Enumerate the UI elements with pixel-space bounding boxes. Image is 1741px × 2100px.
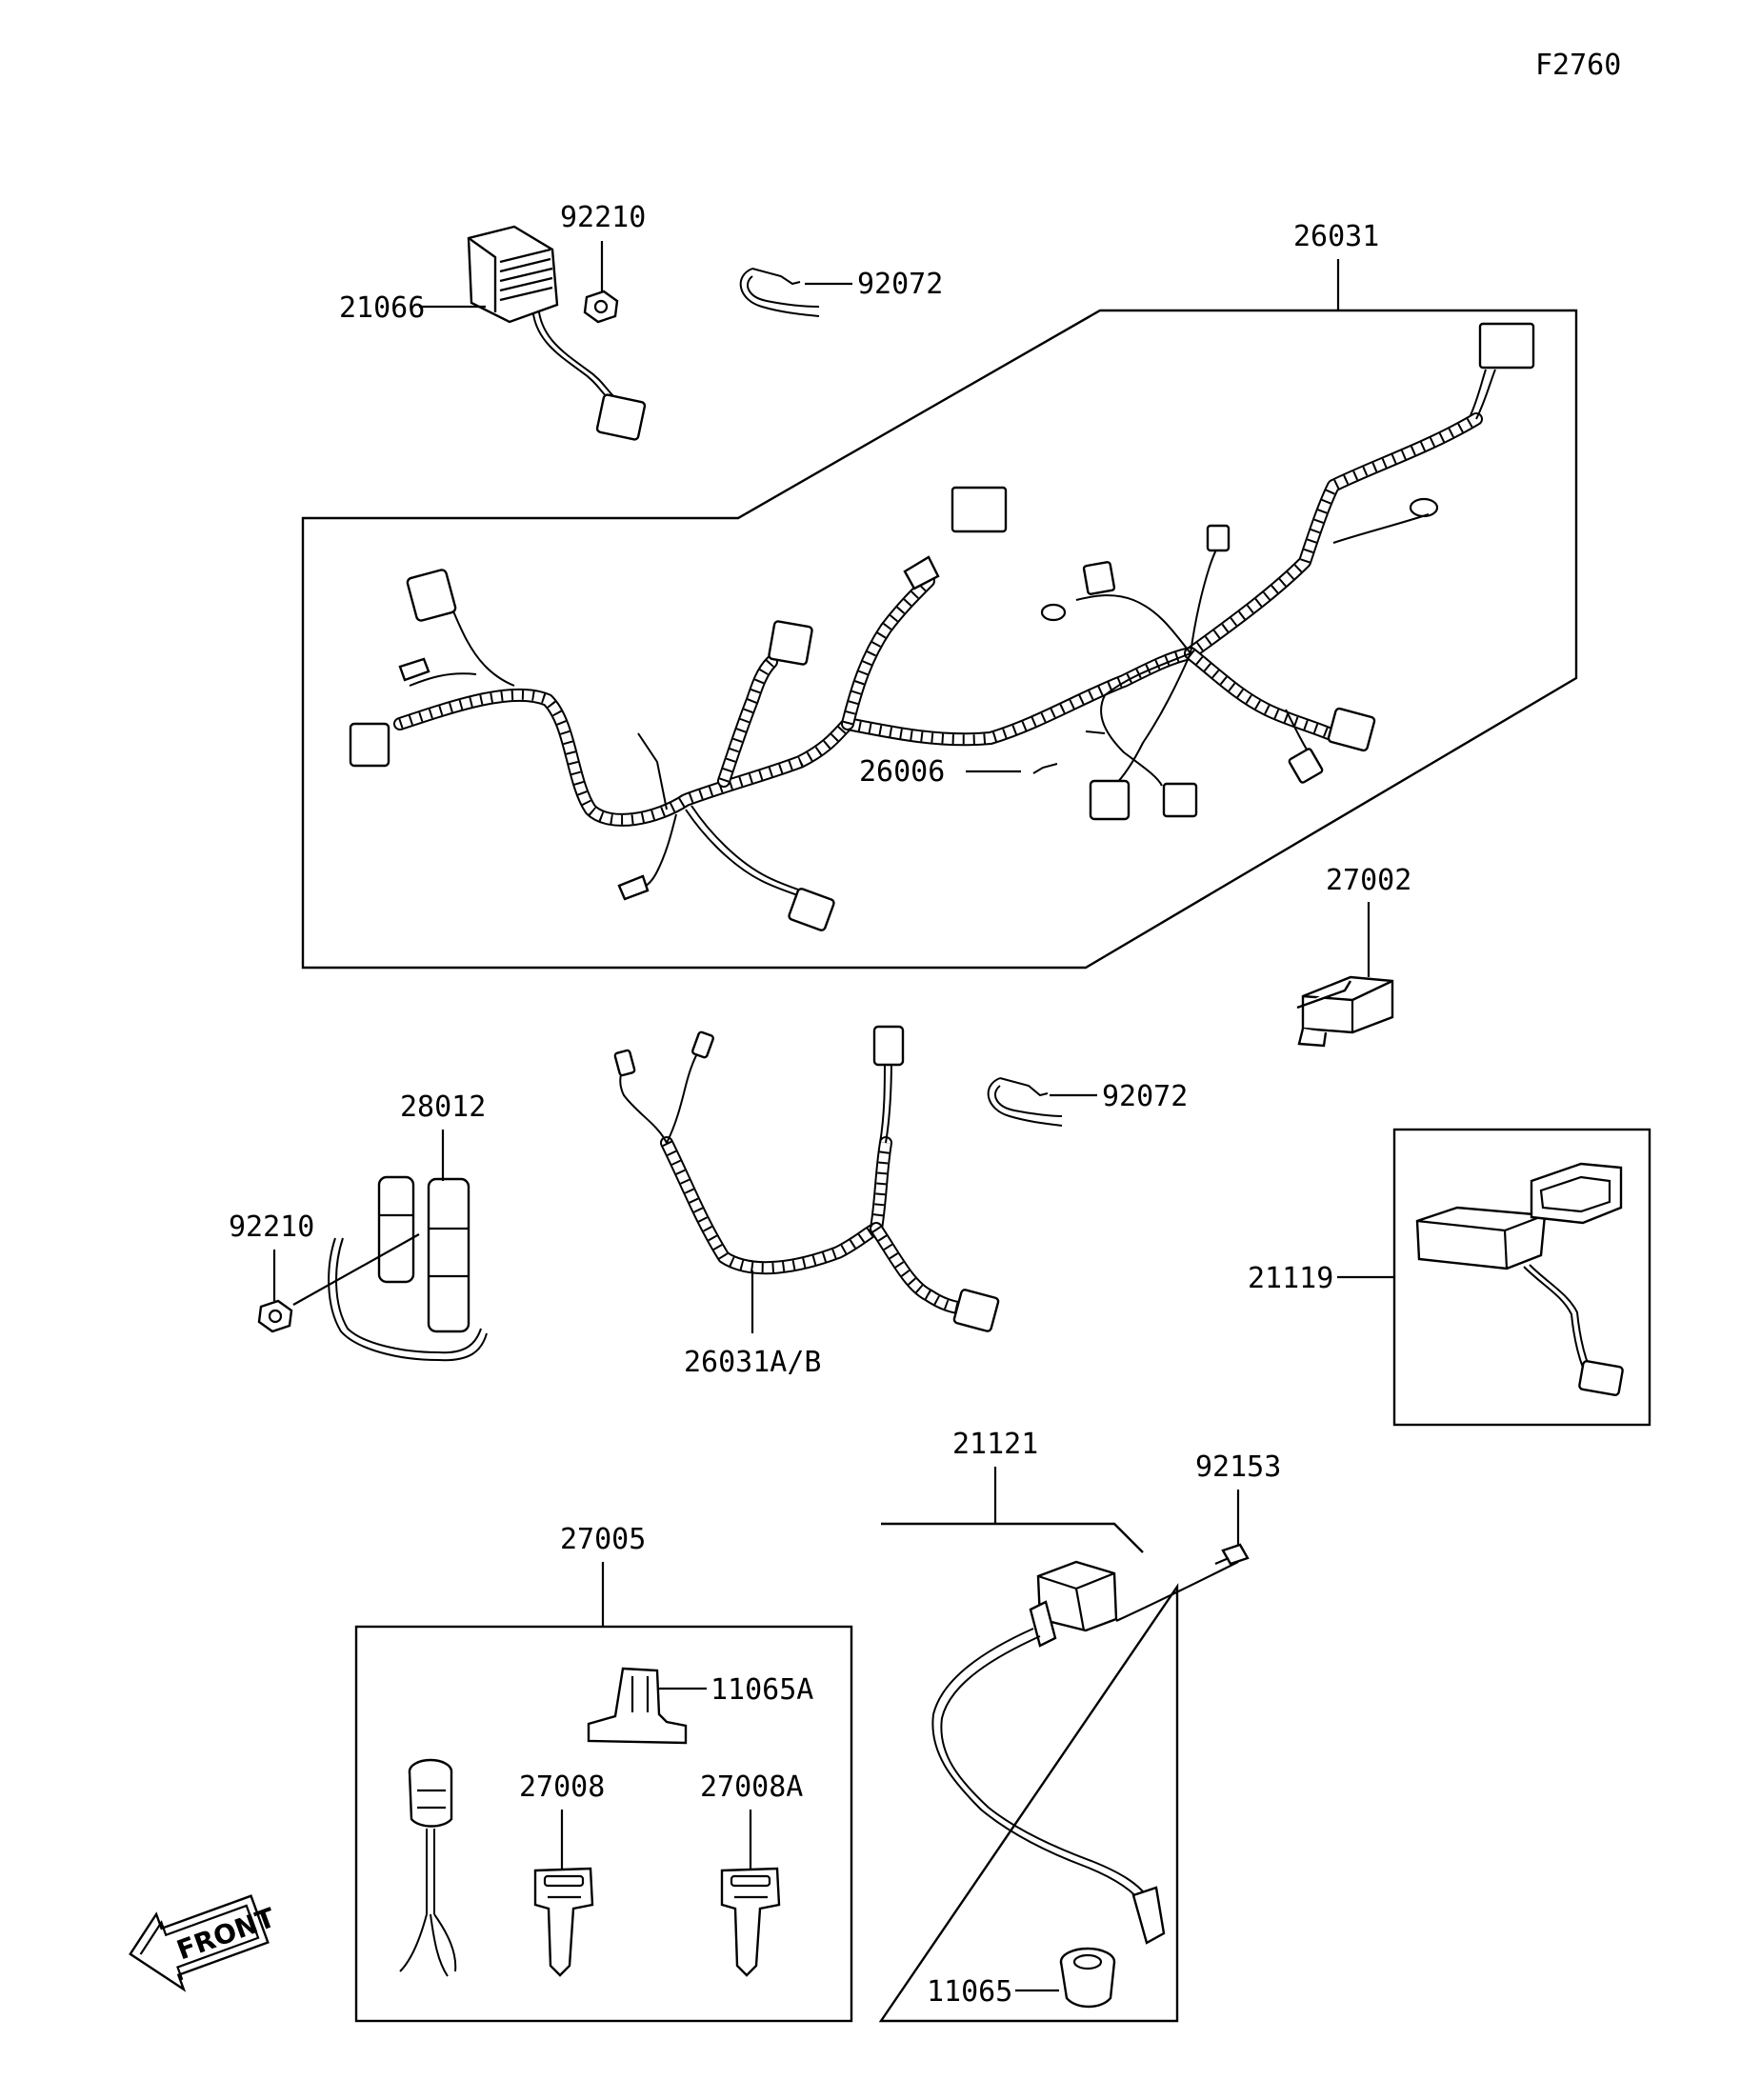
label-26006: 26006: [859, 755, 945, 789]
label-92072-top: 92072: [857, 268, 943, 301]
part-27008a-key: [720, 1867, 781, 1977]
label-27008: 27008: [519, 1770, 605, 1804]
label-21119: 21119: [1248, 1262, 1333, 1295]
part-21066-regulator: [467, 225, 647, 441]
label-21066: 21066: [339, 291, 425, 325]
part-21121-ignition-coil: [931, 1560, 1239, 1945]
part-92072-clamp-mid: [987, 1077, 1063, 1127]
label-27002: 27002: [1326, 864, 1411, 897]
label-11065: 11065: [927, 1975, 1012, 2009]
part-92153-screw: [1214, 1543, 1250, 1566]
part-92072-clamp-top: [739, 268, 820, 317]
group-box-21121: [878, 1522, 1179, 2023]
label-26031ab: 26031A/B: [684, 1346, 822, 1379]
part-27002-relay: [1296, 975, 1394, 1048]
label-28012: 28012: [400, 1090, 486, 1124]
part-21119-unit: [1415, 1162, 1624, 1396]
part-11065-cap: [1059, 1947, 1116, 2009]
group-box-26031: [301, 309, 1578, 970]
leader-92210-mid-b: [292, 1233, 420, 1306]
label-92210-top: 92210: [560, 201, 646, 234]
label-92072-mid: 92072: [1102, 1080, 1188, 1113]
part-27005-ignition-switch: [399, 1758, 457, 1977]
part-26031-main-harness: [349, 322, 1535, 931]
part-26031ab-sub-harness: [613, 1025, 1000, 1332]
label-27005: 27005: [560, 1523, 646, 1556]
label-26031: 26031: [1293, 220, 1379, 253]
label-92210-mid: 92210: [229, 1210, 314, 1244]
part-92210-nut-mid: [257, 1299, 293, 1333]
label-11065a: 11065A: [710, 1673, 813, 1707]
label-27008a: 27008A: [700, 1770, 803, 1804]
part-11065a-cap: [587, 1667, 688, 1745]
part-27008-key: [533, 1867, 594, 1977]
front-arrow-icon: FRONT: [129, 1894, 279, 1992]
label-21121: 21121: [952, 1428, 1038, 1461]
label-92153: 92153: [1195, 1450, 1281, 1484]
part-92210-nut-top: [583, 290, 619, 324]
figure-id: F2760: [1535, 49, 1621, 82]
part-28012-component: [328, 1175, 488, 1362]
